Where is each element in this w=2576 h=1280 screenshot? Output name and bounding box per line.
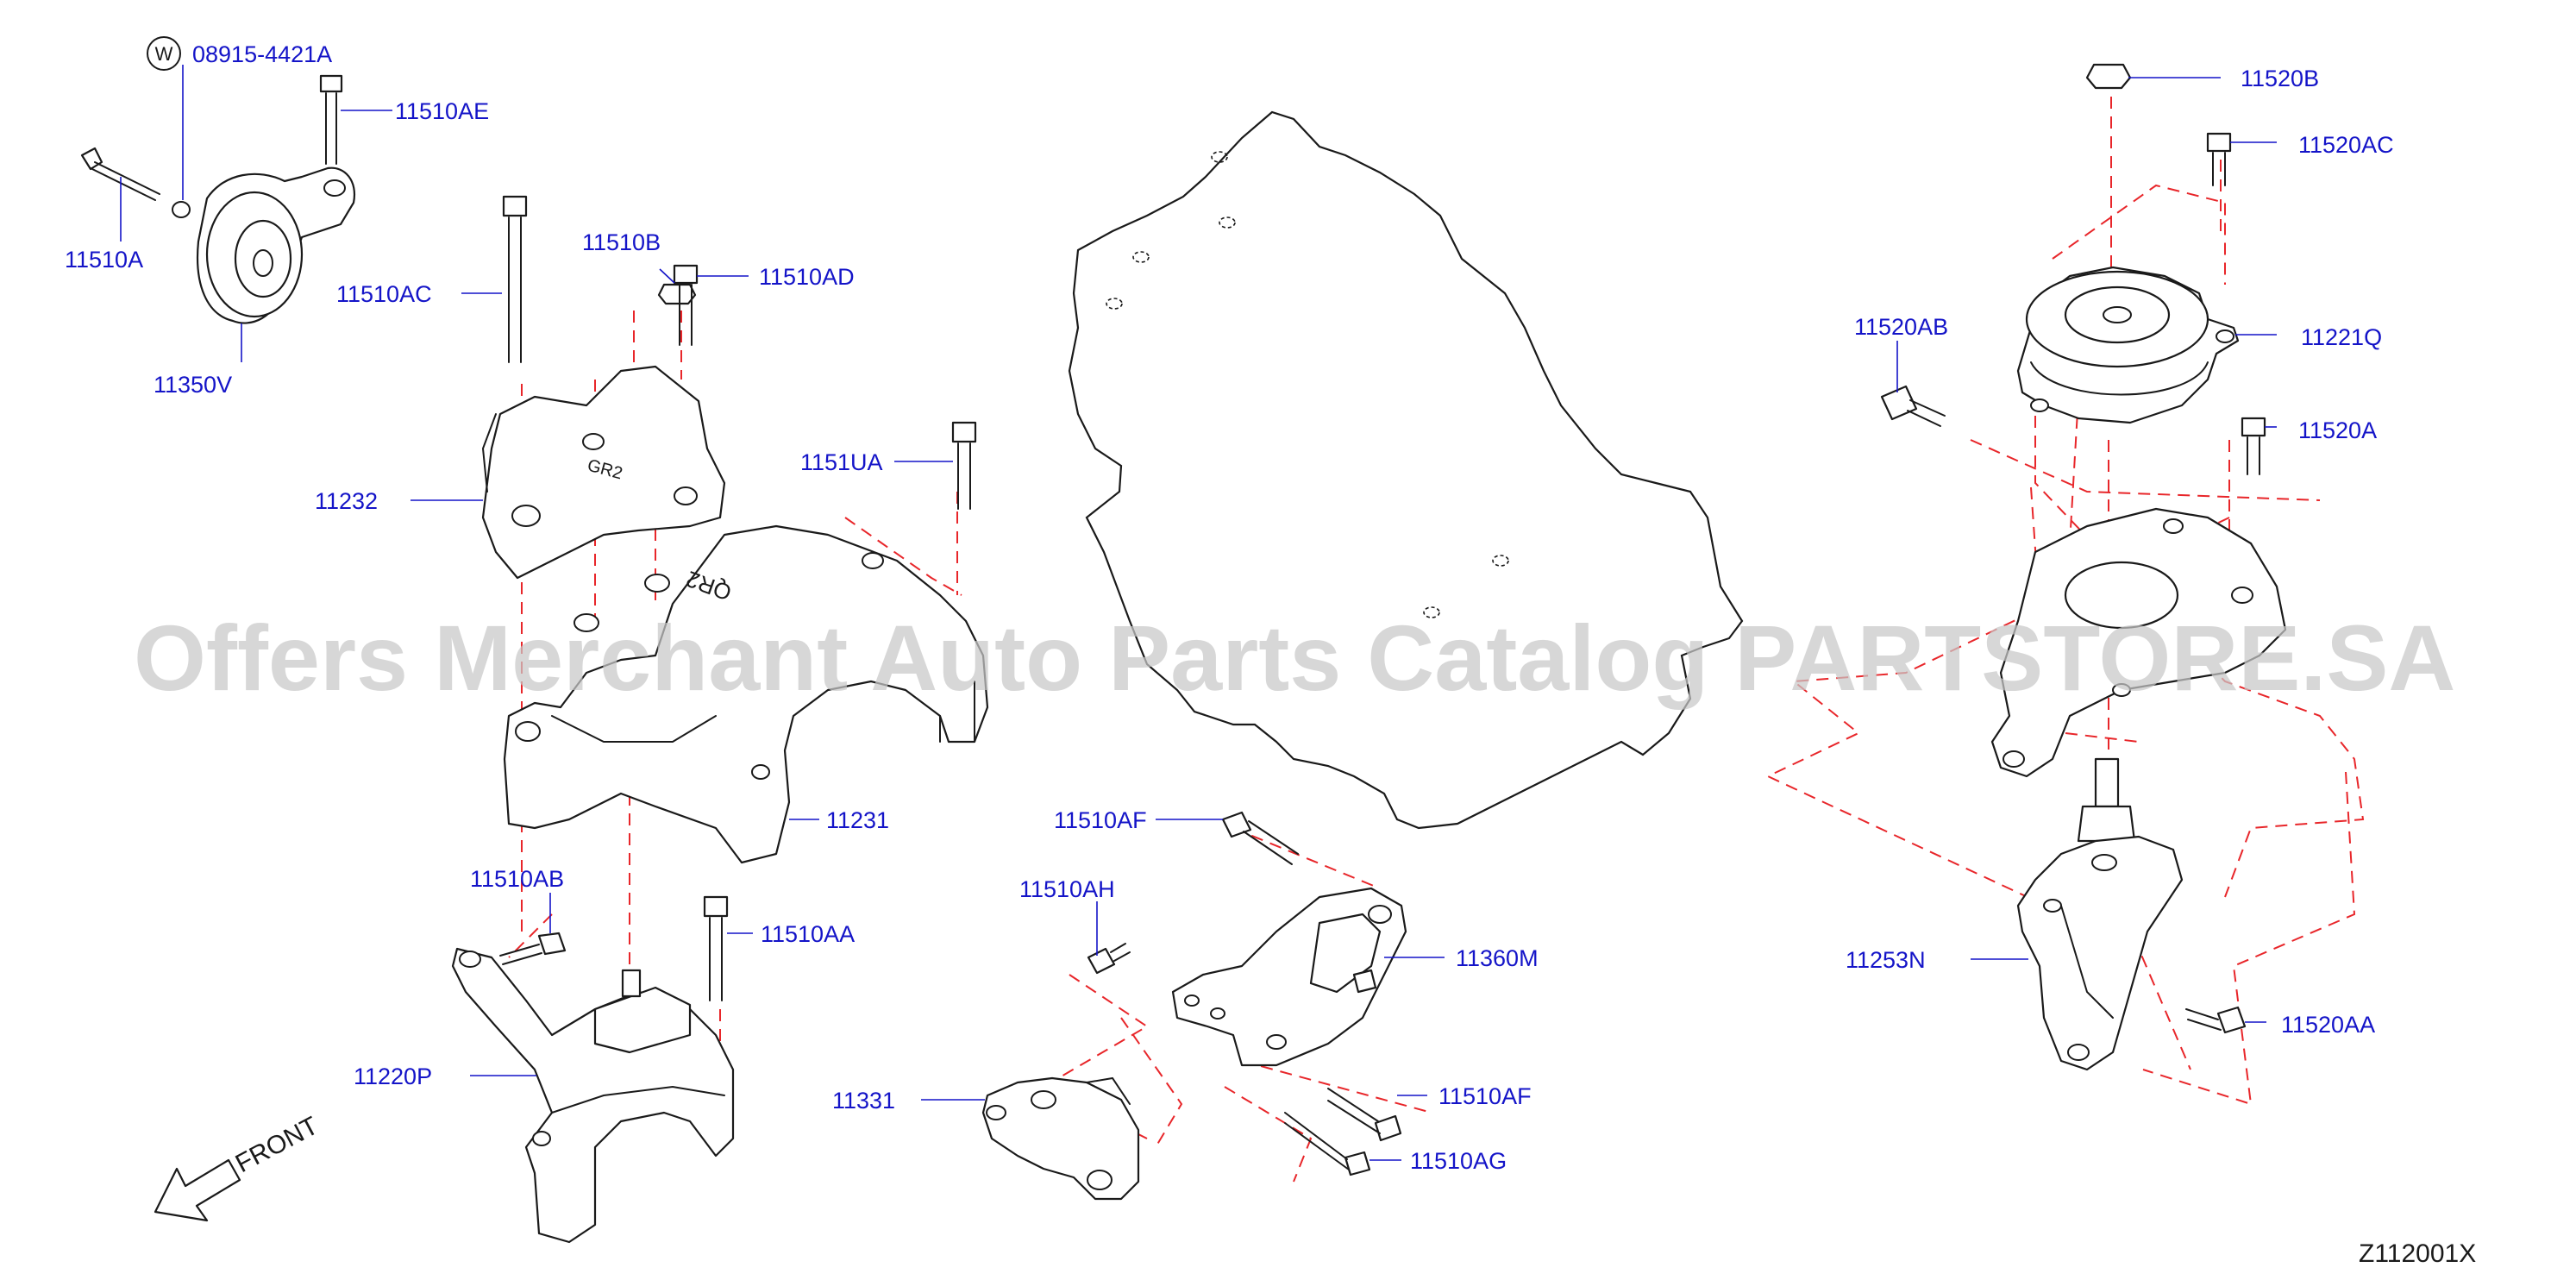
bracket-right-upper-shape	[1990, 507, 2287, 778]
part-label-11510af-top[interactable]: 11510AF	[1054, 807, 1147, 833]
part-label-11510aa[interactable]: 11510AA	[761, 921, 855, 947]
part-label-11510ag[interactable]: 11510AG	[1410, 1148, 1507, 1174]
leader-lines	[120, 65, 2277, 1161]
part-label-11220p[interactable]: 11220P	[354, 1064, 432, 1089]
part-label-11520b[interactable]: 11520B	[2241, 66, 2319, 91]
part-label-11510a[interactable]: 11510A	[65, 247, 143, 273]
part-label-11520a[interactable]: 11520A	[2298, 417, 2377, 443]
front-direction-arrow: FRONT	[154, 1112, 323, 1222]
part-label-11253n[interactable]: 11253N	[1846, 947, 1926, 973]
bracket-11232-shape: GR2	[481, 195, 726, 580]
part-label-08915-4421a[interactable]: 08915-4421A	[192, 41, 332, 67]
part-label-11331[interactable]: 11331	[832, 1088, 895, 1114]
part-label-11231[interactable]: 11231	[826, 807, 889, 833]
mount-11350v-shape	[80, 74, 356, 324]
part-label-11350v[interactable]: 11350V	[154, 372, 232, 398]
part-label-1151ua[interactable]: 1151UA	[800, 449, 883, 475]
part-label-11510ab[interactable]: 11510AB	[470, 866, 564, 892]
bracket-11253n-shape	[2016, 757, 2247, 1071]
mount-11221q-shape	[1880, 63, 2266, 475]
front-label: FRONT	[231, 1112, 323, 1179]
part-label-11520ab[interactable]: 11520AB	[1854, 314, 1948, 340]
engine-outline	[1068, 110, 1744, 830]
part-labels: 08915-4421A 11510AE 11510A 11350V 11510B…	[65, 41, 2394, 1174]
part-label-11510af-bottom[interactable]: 11510AF	[1438, 1083, 1532, 1109]
part-label-11510ad[interactable]: 11510AD	[759, 264, 855, 290]
part-label-11510ae[interactable]: 11510AE	[395, 98, 489, 124]
washer-symbol: W	[147, 36, 181, 71]
diagram-code: Z112001X	[2359, 1239, 2476, 1268]
bracket-11231-shape: QR2	[503, 421, 989, 864]
part-label-11360m[interactable]: 11360M	[1456, 945, 1539, 971]
washer-symbol-letter: W	[155, 43, 173, 65]
watermark-text: Offers Merchant Auto Parts Catalog PARTS…	[134, 605, 2455, 710]
part-label-11510ah[interactable]: 11510AH	[1019, 876, 1115, 902]
part-label-11221q[interactable]: 11221Q	[2301, 324, 2382, 350]
part-label-11520aa[interactable]: 11520AA	[2281, 1012, 2375, 1038]
part-label-11510b[interactable]: 11510B	[582, 229, 661, 255]
part-label-11510ac[interactable]: 11510AC	[336, 281, 432, 307]
mount-11220p-shape	[451, 895, 735, 1244]
bracket-11360m-shape	[1087, 811, 1407, 1176]
part-label-11520ac[interactable]: 11520AC	[2298, 132, 2394, 158]
part-label-11232[interactable]: 11232	[315, 488, 378, 514]
alignment-lines	[333, 97, 2365, 1183]
link-11331-shape	[981, 1076, 1140, 1201]
